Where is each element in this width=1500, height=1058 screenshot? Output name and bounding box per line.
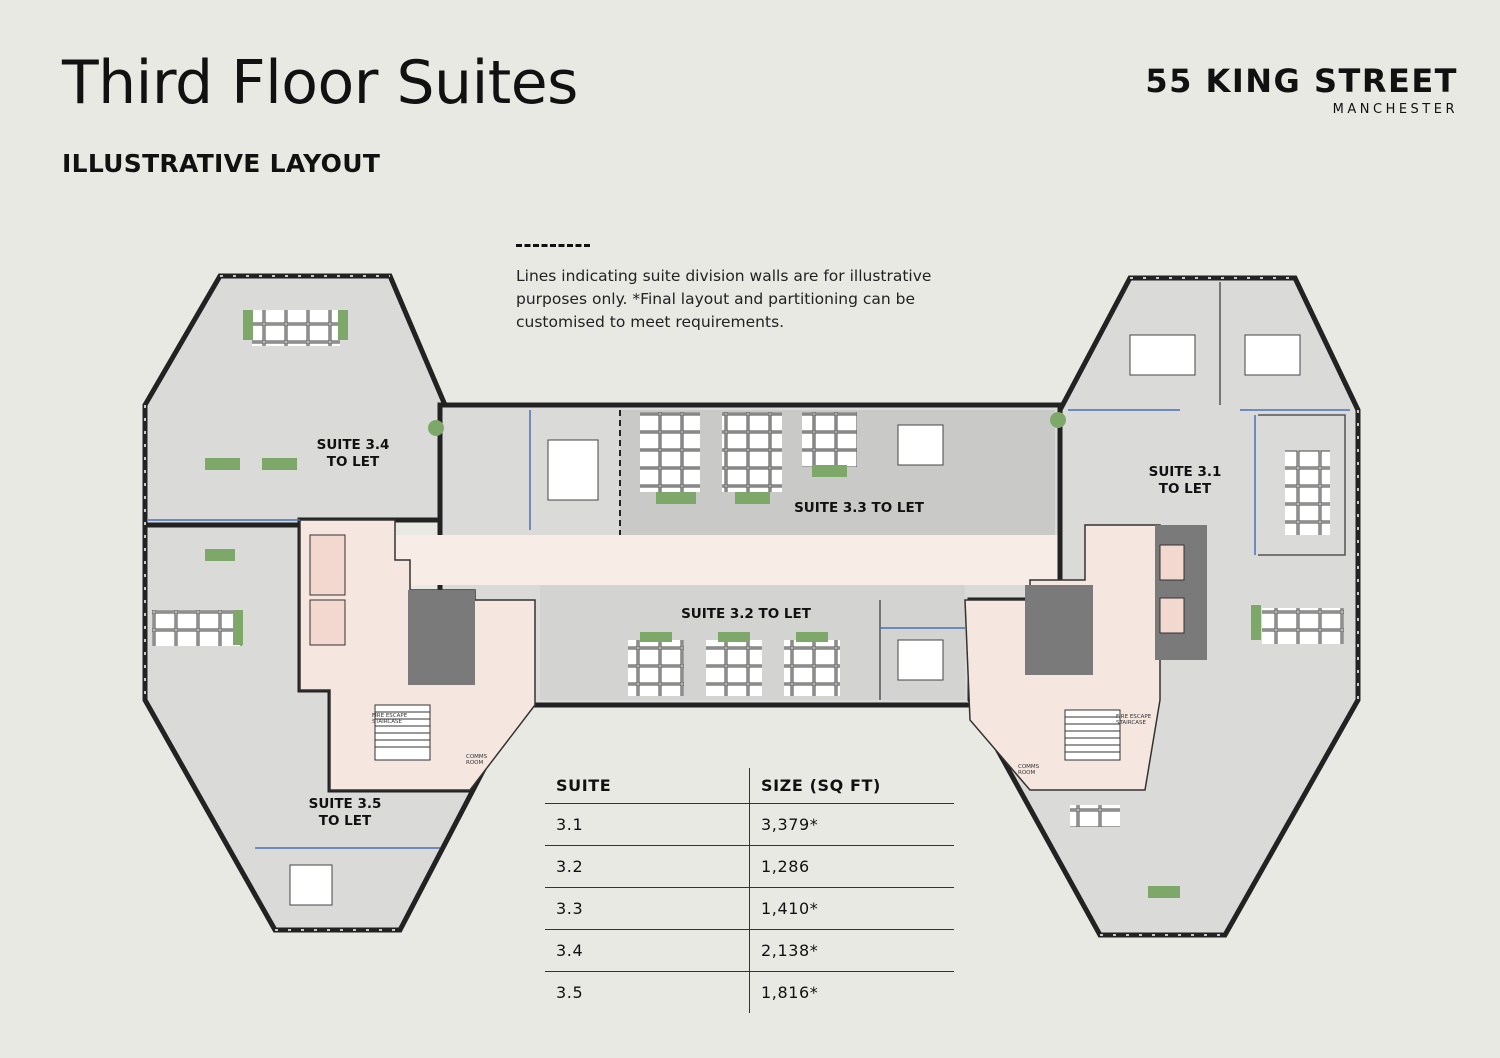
size-cell: 1,410* [749, 887, 954, 930]
table-row: 3.2 1,286 [545, 845, 954, 888]
suite-3-3-label: SUITE 3.3 TO LET [794, 500, 924, 516]
size-cell: 2,138* [749, 929, 954, 972]
size-cell: 1,816* [749, 971, 954, 1013]
suite-3-4-label: SUITE 3.4 TO LET [316, 437, 390, 470]
suite-cell: 3.3 [545, 887, 750, 930]
page-title: Third Floor Suites [62, 48, 578, 118]
suite-3-2-label: SUITE 3.2 TO LET [681, 606, 811, 622]
suite-cell: 3.2 [545, 845, 750, 888]
division-wall-dash-icon [516, 244, 590, 247]
table-header-row: SUITE SIZE (SQ FT) [545, 768, 954, 804]
table-row: 3.4 2,138* [545, 929, 954, 972]
legend-note: Lines indicating suite division walls ar… [516, 267, 932, 331]
brand-city: MANCHESTER [1332, 102, 1458, 117]
size-cell: 3,379* [749, 803, 954, 846]
suite-dividers [148, 409, 1350, 849]
right-core [964, 524, 1207, 791]
suite-cell: 3.1 [545, 803, 750, 846]
size-cell: 1,286 [749, 845, 954, 888]
suite-cell: 3.5 [556, 983, 584, 1002]
brand-name: 55 KING STREET [1145, 62, 1458, 100]
planters [205, 310, 1261, 898]
desk-clusters [152, 310, 1344, 906]
left-core [299, 519, 536, 791]
column-header-suite: SUITE [545, 768, 750, 804]
table-row: 3.1 3,379* [545, 803, 954, 846]
page-subtitle: ILLUSTRATIVE LAYOUT [62, 149, 381, 178]
suite-3-1-label: SUITE 3.1 TO LET [1148, 464, 1222, 497]
table-row: 3.3 1,410* [545, 887, 954, 930]
column-header-size: SIZE (SQ FT) [749, 768, 954, 804]
table-row: 3.5 1,816* [545, 971, 954, 1013]
suite-cell: 3.4 [545, 929, 750, 972]
brand-logo: 55 KING STREET MANCHESTER [1145, 62, 1458, 117]
suite-size-table: SUITE SIZE (SQ FT) 3.1 3,379* 3.2 1,286 … [545, 768, 954, 1013]
legend: Lines indicating suite division walls ar… [516, 244, 956, 334]
suite-3-5-label: SUITE 3.5 TO LET [308, 796, 382, 829]
